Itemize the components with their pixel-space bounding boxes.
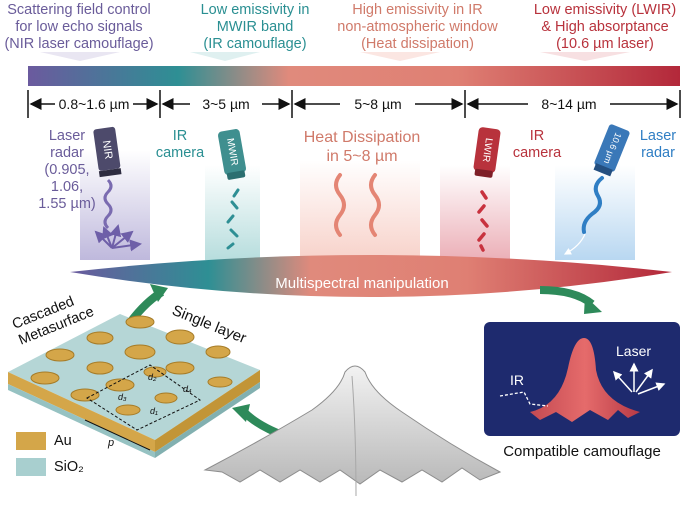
header-lwir-line2: & High absorptance: [541, 19, 669, 35]
band-label-heat: 5~8 µm: [354, 96, 401, 112]
heat-wave-right: [369, 173, 381, 237]
period-line: [84, 419, 151, 451]
header-mwir-line2: MWIR band: [216, 19, 294, 35]
d1-label: d₁: [150, 406, 158, 416]
aircraft-spine: [351, 375, 357, 497]
d3-label: d₃: [118, 392, 127, 402]
gold-disks: [30, 315, 233, 416]
header-nir-line3: (NIR laser camouflage): [4, 36, 154, 52]
band-label-mwir: 3~5 µm: [202, 96, 249, 112]
header-lwir: Low emissivity (LWIR) & High absorptance…: [515, 2, 695, 53]
multispectral-lens: [70, 255, 672, 297]
band-label-lwir: 8~14 µm: [541, 96, 596, 112]
spectrum-bar: [28, 66, 680, 86]
green-arrow-right-head: [584, 296, 602, 314]
green-arrow-up-head: [150, 284, 168, 302]
header-heat: High emissivity in IR non-atmospheric wi…: [330, 2, 505, 53]
heat-glow: [300, 160, 420, 260]
nir-tag: NIR: [100, 140, 115, 160]
legend-au-swatch: [16, 432, 46, 450]
lwir-wave: [477, 190, 489, 252]
d2-label: d₂: [148, 372, 157, 382]
laser-radar-right-line2: radar: [641, 145, 675, 161]
header-nir: Scattering field control for low echo si…: [4, 2, 154, 53]
laser-radar-left-line3: (0.905,: [44, 162, 90, 178]
green-arrow-right: [539, 286, 595, 308]
laser-radar-left-line5: 1.55 µm): [38, 196, 96, 212]
laser-radar-left-line4: 1.06,: [50, 179, 84, 195]
header-heat-line1: High emissivity in IR: [352, 2, 483, 18]
header-lwir-line3: (10.6 µm laser): [556, 36, 654, 52]
lwir-glow: [440, 165, 510, 260]
laser-scatter-arrows: [612, 362, 666, 395]
ir-camera-lwir-line1: IR: [529, 128, 545, 144]
mwir-camera-device: MWIR: [217, 129, 247, 180]
nir-scatter-arrows: [94, 224, 142, 252]
co2-wave: [581, 176, 604, 234]
aircraft-model: [203, 365, 502, 485]
header-mwir-line1: Low emissivity in: [200, 2, 310, 18]
header-nir-line1: Scattering field control: [7, 2, 151, 18]
lwir-tag: LWIR: [480, 137, 494, 163]
camouflage-ir-label: IR: [510, 372, 524, 388]
header-mwir-pointer: [190, 52, 260, 61]
unit-cell-outline: [86, 364, 201, 431]
mwir-wave: [226, 188, 240, 250]
header-mwir: Low emissivity in MWIR band (IR camoufla…: [190, 2, 320, 53]
heat-wave-left: [334, 173, 346, 237]
laser-radar-right-label: Laser radar: [628, 128, 688, 162]
lwir-camera-device: LWIR: [473, 127, 501, 178]
ir-camera-lwir-line2: camera: [512, 145, 562, 161]
ir-camera-mwir-line1: IR: [172, 128, 188, 144]
compatible-camouflage-caption: Compatible camouflage: [503, 443, 661, 460]
camouflaged-aircraft: [530, 338, 640, 422]
header-heat-line3: (Heat dissipation): [361, 36, 474, 52]
header-nir-line2: for low echo signals: [15, 19, 143, 35]
mwir-tag: MWIR: [224, 137, 240, 166]
nir-wave: [103, 178, 113, 230]
header-mwir-line3: (IR camouflage): [203, 36, 307, 52]
multispectral-label: Multispectral manipulation: [275, 275, 448, 292]
band-scale: [27, 90, 681, 118]
header-lwir-line1: Low emissivity (LWIR): [533, 2, 677, 18]
heat-dissipation-line2: in 5~8 µm: [326, 148, 398, 165]
header-nir-pointer: [40, 52, 120, 61]
laser-radar-left-label: Laser radar (0.905, 1.06, 1.55 µm): [32, 128, 102, 213]
legend-au-label: Au: [54, 433, 72, 449]
camouflage-laser-label: Laser: [616, 343, 651, 359]
d4-label: d₄: [183, 384, 192, 394]
co2-laser-device: 10.6 µm: [593, 124, 630, 177]
laser-radar-left-line2: radar: [50, 145, 84, 161]
heat-dissipation-label: Heat Dissipation in 5~8 µm: [292, 128, 432, 166]
ir-camera-mwir-line2: camera: [155, 145, 205, 161]
ir-dashed-signal: [499, 391, 549, 407]
band-label-nir: 0.8~1.6 µm: [59, 96, 130, 112]
legend-sio2-swatch: [16, 458, 46, 476]
green-arrow-left-head: [232, 404, 250, 422]
header-heat-line2: non-atmospheric window: [337, 19, 498, 35]
legend-sio2-label: SiO₂: [54, 459, 84, 475]
ir-camera-lwir-label: IR camera: [507, 128, 567, 162]
co2-reflect-arrow: [563, 233, 586, 255]
header-heat-pointer: [360, 52, 440, 61]
nir-laser-device: NIR: [93, 126, 122, 178]
metasurface-slab: [8, 314, 260, 458]
header-lwir-pointer: [540, 52, 630, 61]
heat-dissipation-line1: Heat Dissipation: [303, 129, 421, 146]
period-label: p: [107, 437, 114, 449]
laser-radar-left-line1: Laser: [48, 128, 86, 144]
ir-camera-mwir-label: IR camera: [150, 128, 210, 162]
laser-radar-right-line1: Laser: [639, 128, 677, 144]
